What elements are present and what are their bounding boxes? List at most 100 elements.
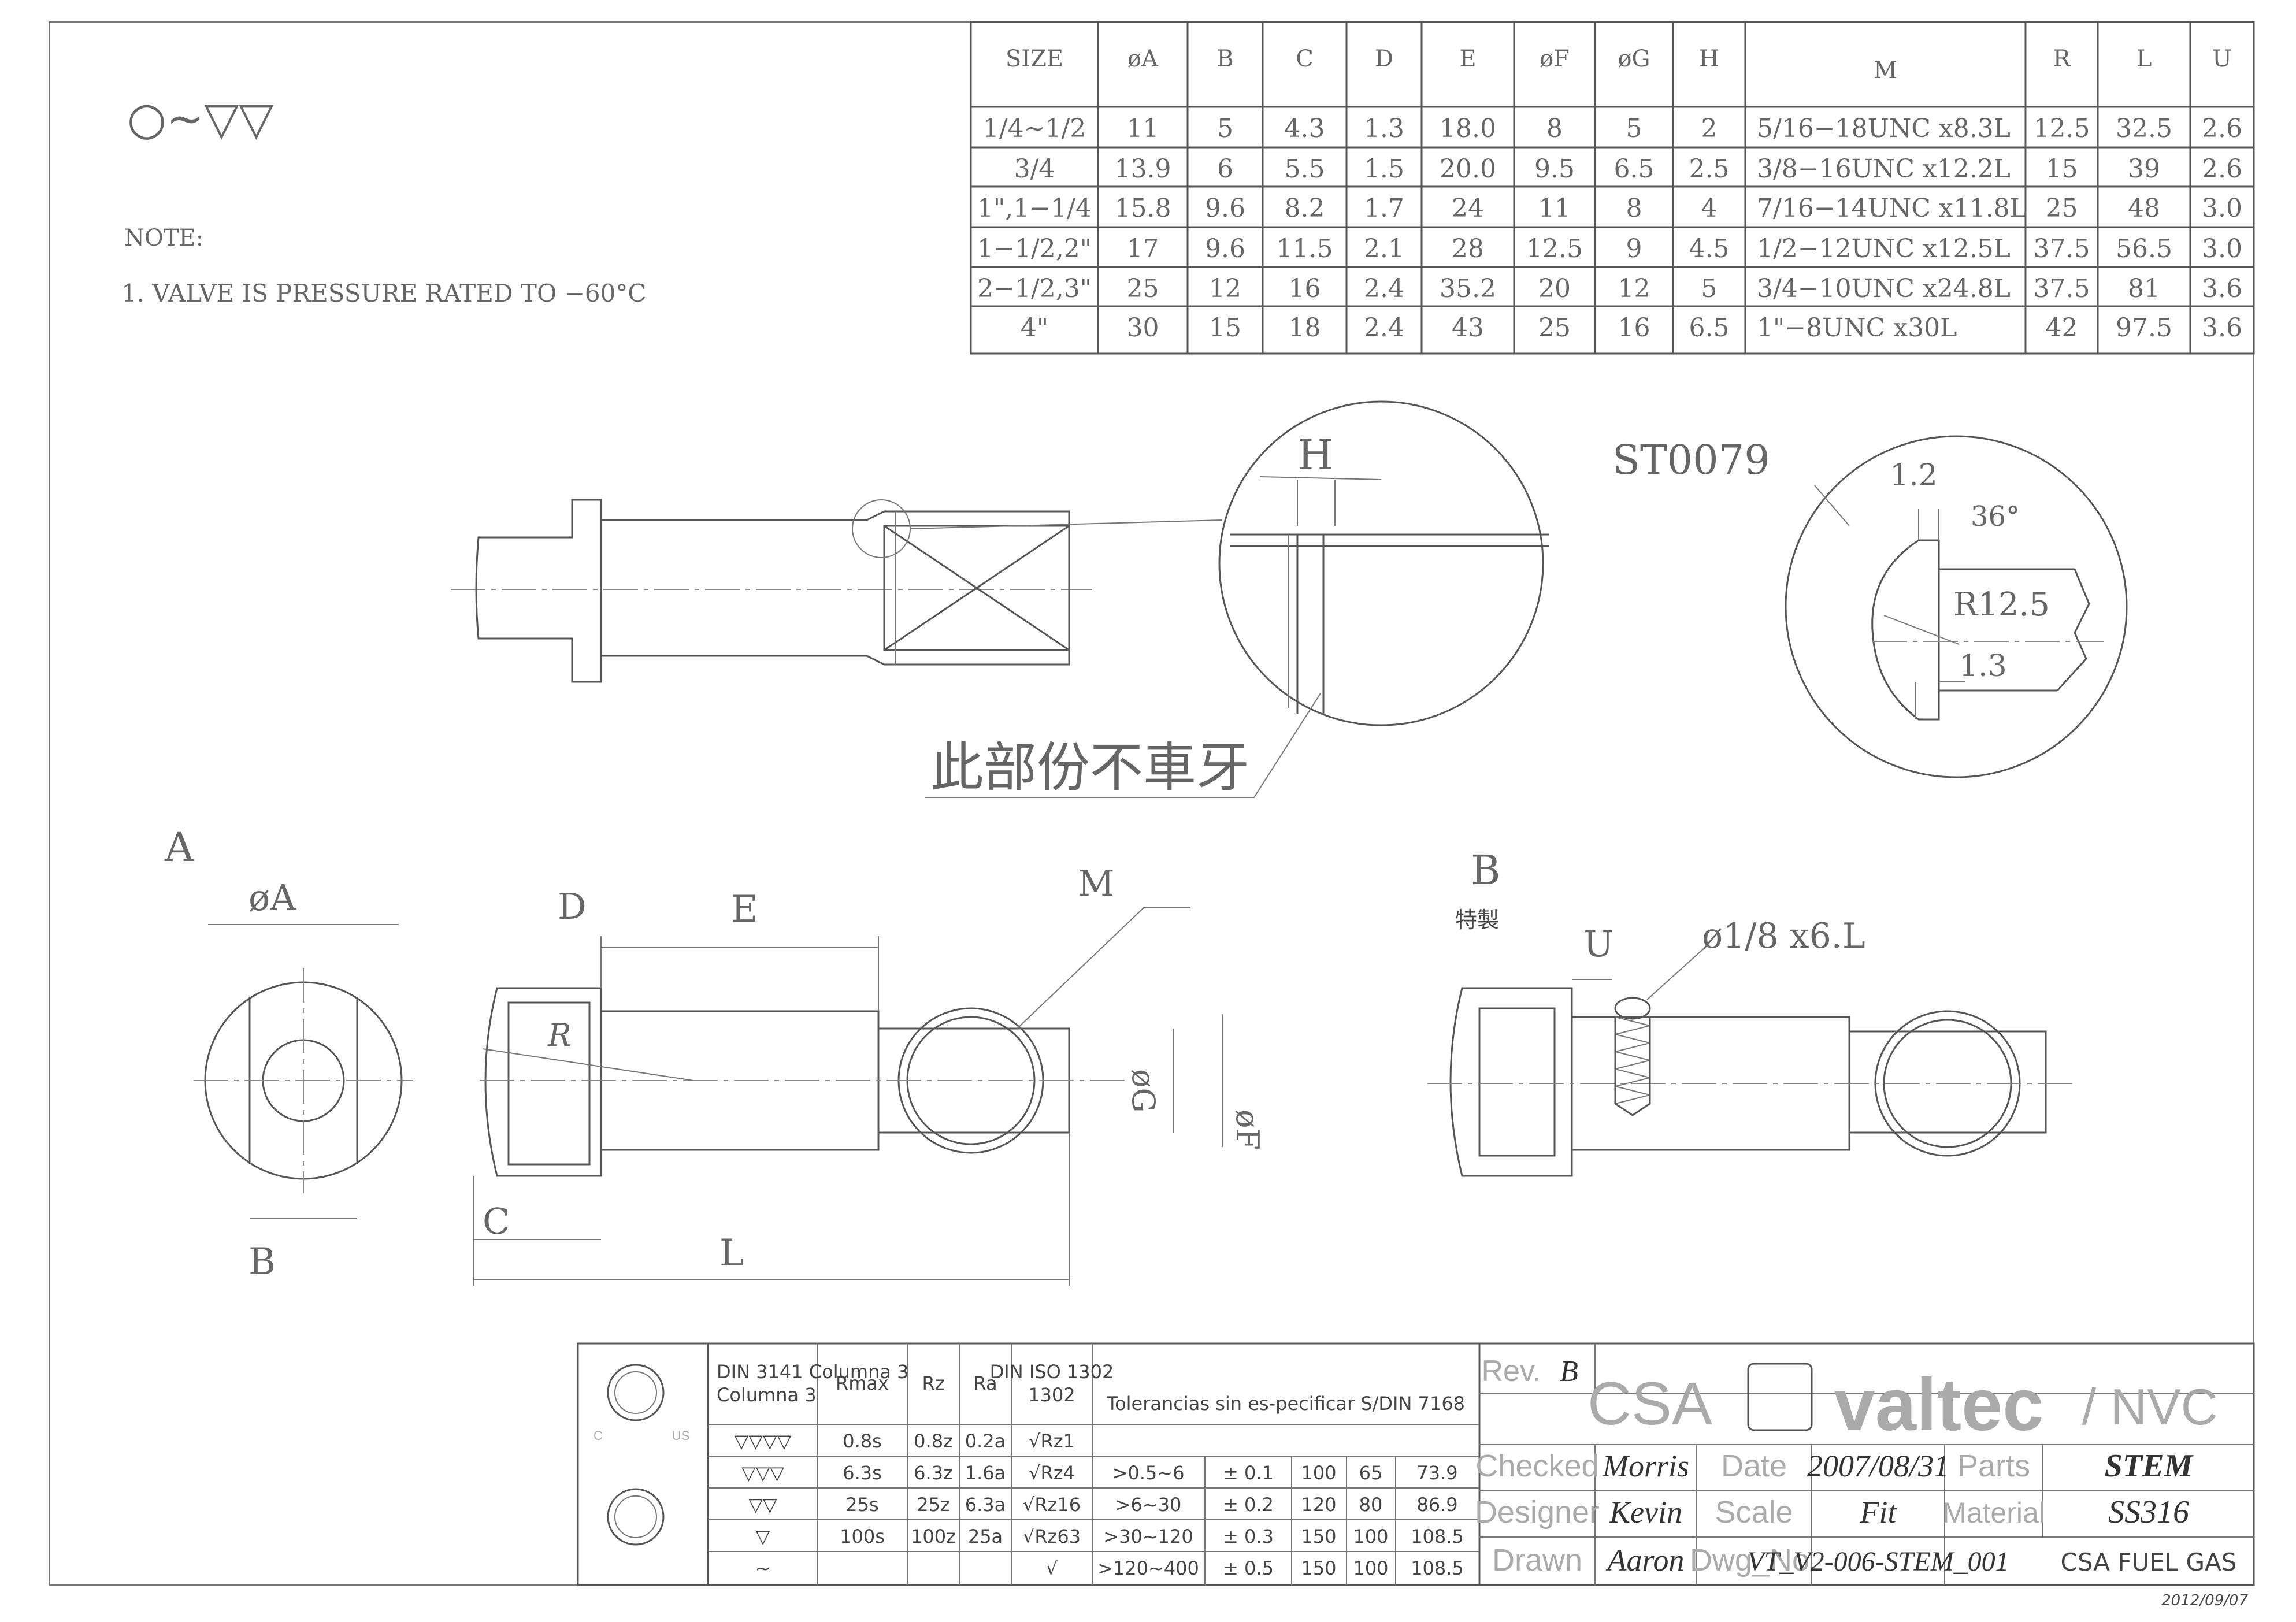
l-label: L xyxy=(719,1232,744,1275)
roughness-cell: √Rz63 xyxy=(1023,1526,1081,1547)
tolerance-cell: 108.5 xyxy=(1411,1557,1464,1579)
checked-value: Morris xyxy=(1602,1449,1689,1483)
table-cell: 5/16−18UNC x8.3L xyxy=(1757,114,2011,143)
table-cell: 11 xyxy=(1127,114,1159,143)
roughness-cell: ▽▽▽▽ xyxy=(735,1430,792,1452)
table-cell: 25 xyxy=(1538,313,1571,343)
tolerance-cell: 120 xyxy=(1301,1494,1336,1516)
material-value: SS316 xyxy=(2108,1494,2189,1530)
designer-label: Designer xyxy=(1475,1495,1600,1530)
table-header-6: øF xyxy=(1540,46,1570,72)
pin-label: ø1/8 x6.L xyxy=(1702,916,1865,956)
special-label: 特製 xyxy=(1455,907,1499,933)
table-cell: 12 xyxy=(1209,274,1241,303)
roughness-cell: 25a xyxy=(968,1526,1003,1547)
table-cell: 4.5 xyxy=(1689,234,1730,263)
table-header-5: E xyxy=(1459,46,1476,72)
table-header-8: H xyxy=(1699,46,1719,72)
table-cell: 2 xyxy=(1701,114,1718,143)
table-cell: 1"−8UNC x30L xyxy=(1757,313,1957,343)
rev-label: Rev. xyxy=(1481,1354,1541,1388)
table-cell: 3.6 xyxy=(2202,274,2242,303)
roughness-cell: √ xyxy=(1046,1557,1058,1579)
roughness-cell: √Rz4 xyxy=(1029,1462,1075,1484)
dim-36-deg: 36° xyxy=(1971,500,2020,533)
table-cell: 15 xyxy=(2046,154,2078,184)
stem-side-view xyxy=(451,499,1092,683)
roughness-cell: √Rz1 xyxy=(1029,1430,1075,1452)
table-cell: 5 xyxy=(1701,274,1718,303)
tolerance-cell: ± 0.5 xyxy=(1223,1557,1274,1579)
roughness-cell: √Rz16 xyxy=(1023,1494,1081,1516)
table-header-11: L xyxy=(2136,46,2152,72)
roughness-cell: 25z xyxy=(917,1494,950,1516)
note-item: 1. VALVE IS PRESSURE RATED TO −60°C xyxy=(121,279,647,307)
table-cell: 18.0 xyxy=(1440,114,1496,143)
table-cell: 1.7 xyxy=(1364,194,1404,223)
table-cell: 2.6 xyxy=(2202,114,2242,143)
table-cell: 12.5 xyxy=(2034,114,2090,143)
table-cell: 5 xyxy=(1217,114,1233,143)
roughness-cell: ▽▽▽ xyxy=(741,1462,784,1484)
table-header-12: U xyxy=(2212,46,2232,72)
table-cell: 56.5 xyxy=(2116,234,2172,263)
tolerance-cell: 100 xyxy=(1353,1557,1388,1579)
table-cell: 25 xyxy=(1127,274,1159,303)
rev-value: B xyxy=(1560,1355,1578,1388)
table-cell: 8.2 xyxy=(1285,194,1325,223)
table-cell: 5 xyxy=(1626,114,1642,143)
table-cell: 35.2 xyxy=(1440,274,1496,303)
scale-label: Scale xyxy=(1715,1495,1793,1530)
table-cell: 24 xyxy=(1452,194,1484,223)
d-label: D xyxy=(558,885,587,927)
r-label: R xyxy=(547,1017,572,1053)
stem-dimensioned-view: R D E M øG øF C L xyxy=(473,862,1266,1286)
dia-f-label: øF xyxy=(1229,1109,1266,1150)
table-cell: 11.5 xyxy=(1277,234,1333,263)
no-thread-note: 此部份不車牙 xyxy=(930,737,1249,799)
scale-value: Fit xyxy=(1860,1495,1898,1530)
tolerance-cell: ± 0.3 xyxy=(1223,1526,1274,1547)
part-code: ST0079 xyxy=(1612,436,1770,484)
view-b: B 特製 U ø1/8 x6.L xyxy=(1427,847,2075,1177)
roughness-cell: 6.3s xyxy=(843,1462,882,1484)
table-cell: 32.5 xyxy=(2116,114,2172,143)
drawn-value: Aaron xyxy=(1606,1543,1685,1578)
table-cell: 17 xyxy=(1127,234,1159,263)
table-cell: 3.0 xyxy=(2202,194,2242,223)
roughness-cell: 0.8z xyxy=(914,1430,953,1452)
tolerance-cell: 86.9 xyxy=(1416,1494,1457,1516)
table-cell: 2.4 xyxy=(1364,313,1404,343)
columna-header: Columna 3 xyxy=(717,1384,817,1406)
table-cell: 2.6 xyxy=(2202,154,2242,184)
table-cell: 8 xyxy=(1546,114,1563,143)
table-header-10: R xyxy=(2053,46,2071,72)
table-cell: 3.0 xyxy=(2202,234,2242,263)
table-header-2: B xyxy=(1216,46,1233,72)
tolerance-cell: 80 xyxy=(1359,1494,1383,1516)
table-header-4: D xyxy=(1375,46,1393,72)
din3141-header: DIN 3141 Columna 3 xyxy=(717,1361,908,1383)
table-cell: 13.9 xyxy=(1115,154,1171,184)
roughness-cell: 0.8s xyxy=(843,1430,882,1452)
parts-label: Parts xyxy=(1957,1449,2030,1483)
brand-valtec: valtec xyxy=(1834,1364,2044,1446)
table-cell: 28 xyxy=(1452,234,1484,263)
table-cell: 3/8−16UNC x12.2L xyxy=(1757,154,2011,184)
roughness-cell: ~ xyxy=(755,1557,771,1579)
roughness-cell: 0.2a xyxy=(965,1430,1006,1452)
table-cell: 18 xyxy=(1289,313,1321,343)
tolerance-cell: >30~120 xyxy=(1103,1526,1193,1547)
table-cell: 6.5 xyxy=(1689,313,1730,343)
thread-detail-view: H 此部份不車牙 xyxy=(910,400,1549,799)
designer-value: Kevin xyxy=(1609,1495,1682,1530)
tolerance-cell: ± 0.2 xyxy=(1223,1494,1274,1516)
head-detail-view: ST0079 1.2 36° R12.5 1.3 xyxy=(1612,435,2128,778)
date-label: Date xyxy=(1721,1449,1787,1483)
table-cell: 7/16−14UNC x11.8L xyxy=(1757,194,2027,223)
parts-value: STEM xyxy=(2105,1448,2194,1484)
table-cell: 6.5 xyxy=(1614,154,1655,184)
